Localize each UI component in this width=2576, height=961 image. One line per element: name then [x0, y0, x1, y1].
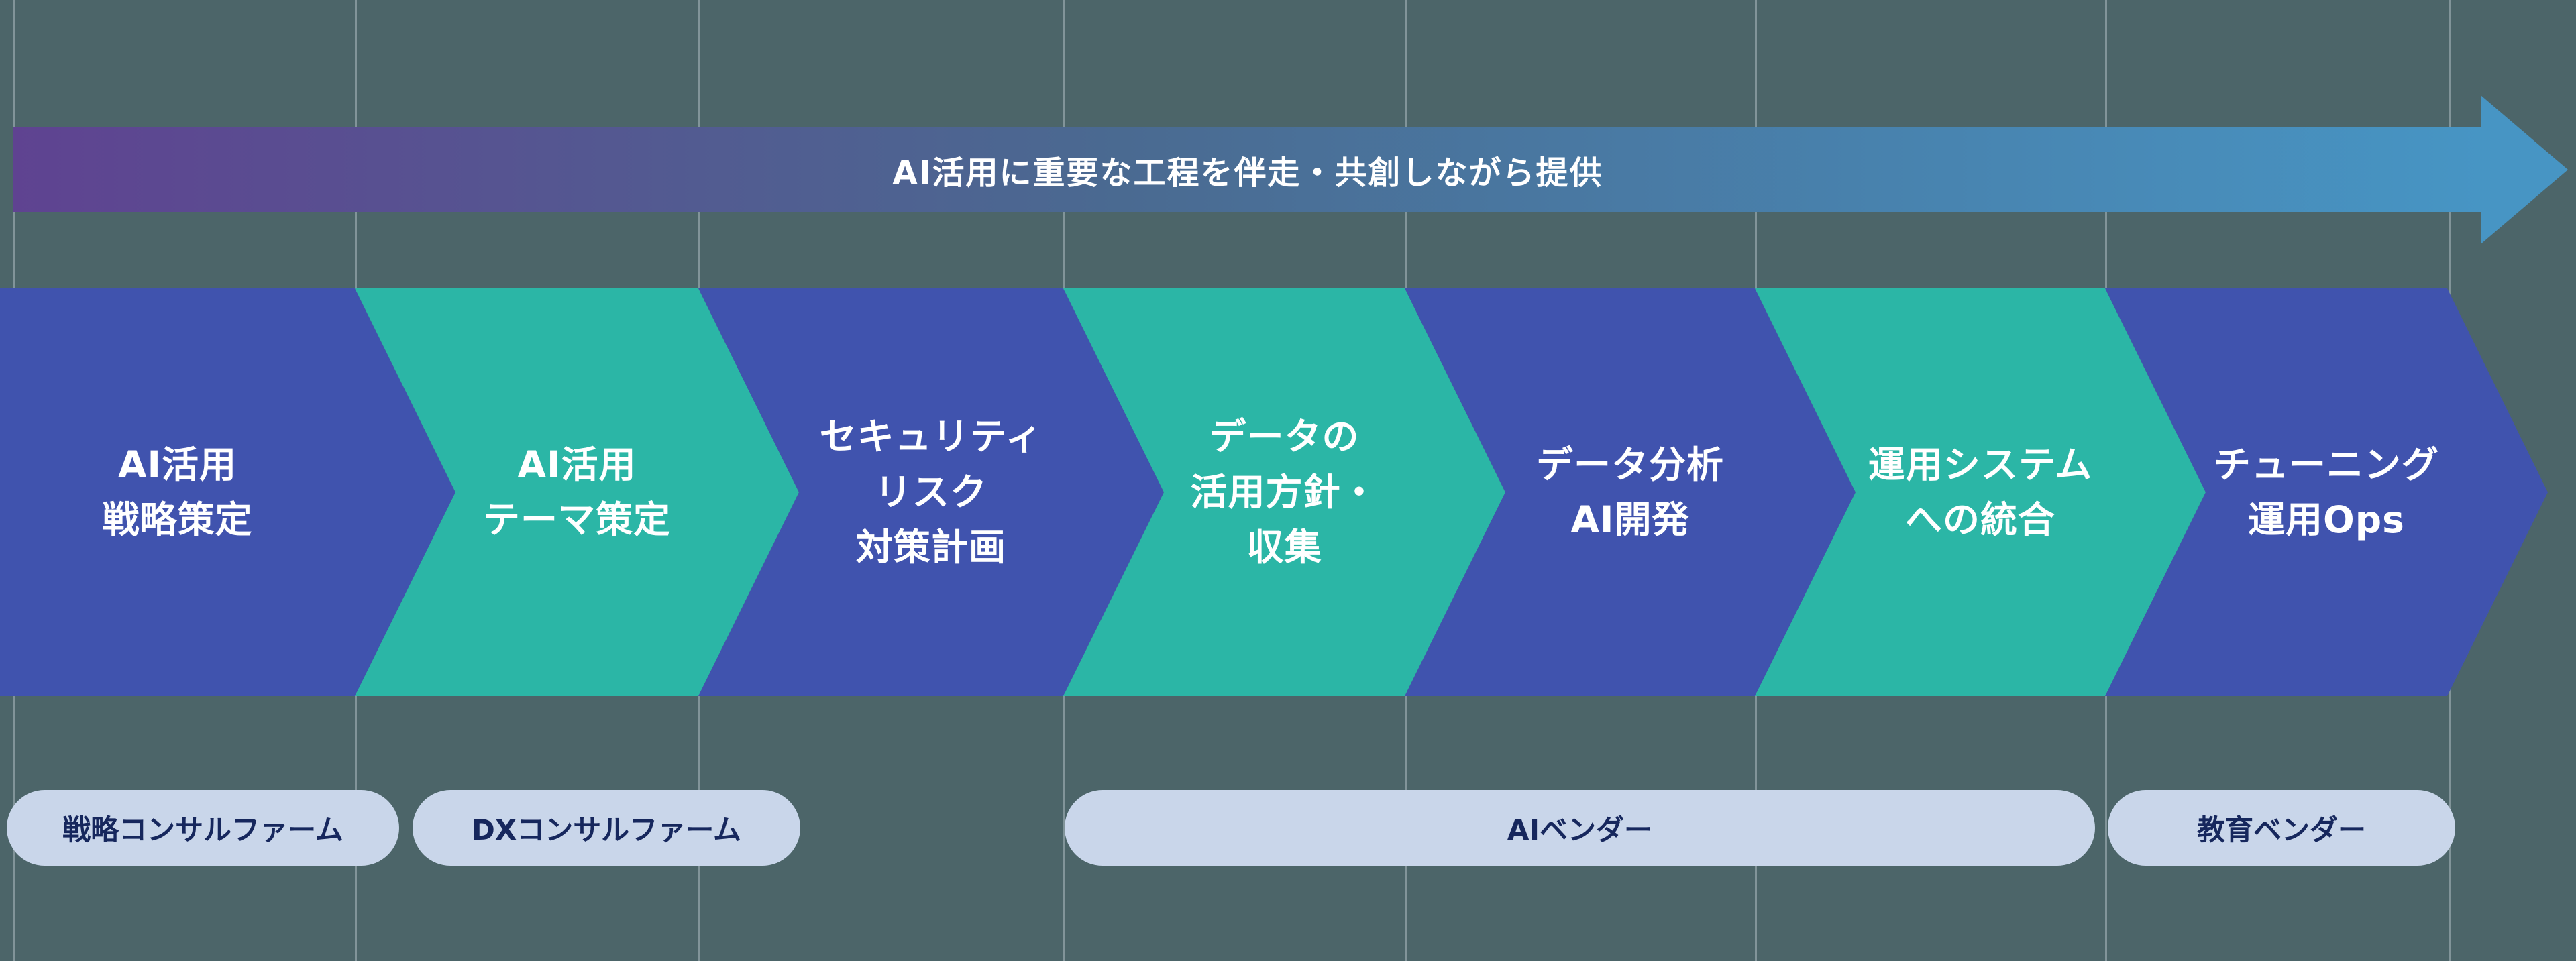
process-step-label: AI活用 テーマ策定: [482, 443, 671, 541]
process-step-label: データ分析 AI開発: [1536, 443, 1724, 541]
vendor-pill-dx-consulting: DXコンサルファーム: [413, 790, 800, 866]
top-arrow-label: AI活用に重要な工程を伴走・共創しながら提供: [892, 154, 1603, 192]
process-step-label: データの 活用方針・ 収集: [1190, 415, 1379, 569]
vendor-pill-label: DXコンサルファーム: [472, 813, 741, 846]
vendor-pill-ai-vendor: AIベンダー: [1065, 790, 2095, 866]
vendor-pill-education-vendor: 教育ベンダー: [2108, 790, 2455, 866]
vendor-pill-strategy-consulting: 戦略コンサルファーム: [7, 790, 399, 866]
process-step-label: セキュリティ リスク 対策計画: [819, 415, 1043, 569]
vendor-pill-label: AIベンダー: [1507, 813, 1653, 846]
process-step-1: AI活用 戦略策定: [0, 288, 455, 696]
vendor-pill-label: 戦略コンサルファーム: [62, 813, 343, 846]
vendor-pill-label: 教育ベンダー: [2196, 813, 2366, 846]
process-step-label: AI活用 戦略策定: [102, 443, 253, 541]
process-step-label: 運用システム への統合: [1868, 443, 2093, 541]
top-process-arrow: AI活用に重要な工程を伴走・共創しながら提供: [13, 127, 2482, 212]
process-step-label: チューニング 運用Ops: [2213, 443, 2439, 541]
